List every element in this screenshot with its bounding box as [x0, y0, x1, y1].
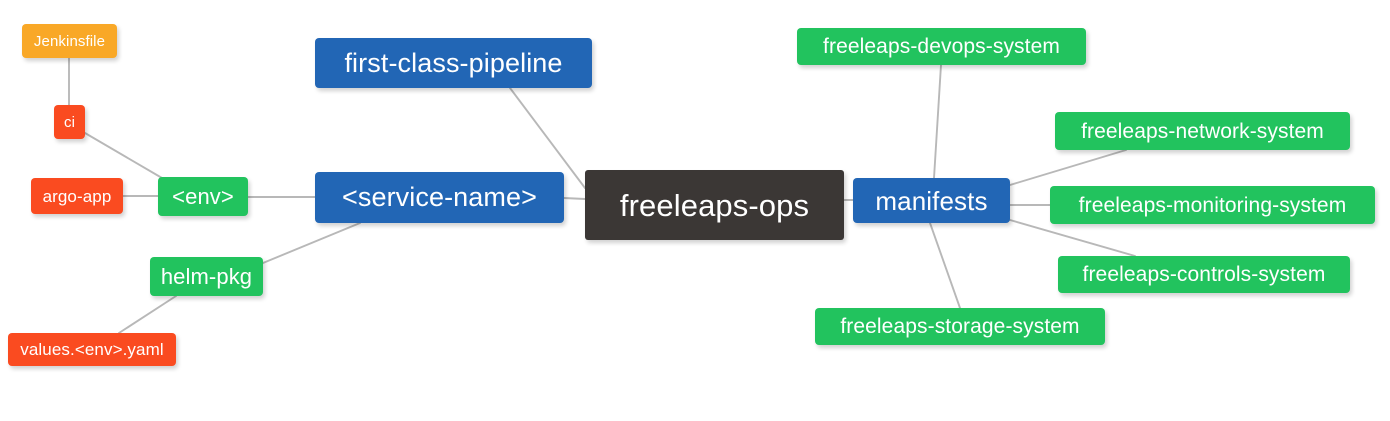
edge-manifests-devops	[933, 64, 942, 179]
node-service-name[interactable]: <service-name>	[315, 172, 564, 223]
node-env[interactable]: <env>	[158, 177, 248, 216]
node-argo-app[interactable]: argo-app	[31, 178, 123, 214]
node-freeleaps-controls-system[interactable]: freeleaps-controls-system	[1058, 256, 1350, 293]
edge-root-service-name	[563, 197, 586, 200]
node-values-env-yaml[interactable]: values.<env>.yaml	[8, 333, 176, 366]
node-helm-pkg[interactable]: helm-pkg	[150, 257, 263, 296]
node-freeleaps-devops-system[interactable]: freeleaps-devops-system	[797, 28, 1086, 65]
node-freeleaps-ops[interactable]: freeleaps-ops	[585, 170, 844, 240]
edge-manifests-network	[1009, 149, 1127, 186]
edge-helm-pkg-values-yaml	[118, 295, 177, 334]
edge-manifests-storage	[929, 222, 961, 309]
edge-env-ci	[84, 132, 163, 179]
node-freeleaps-monitoring-system[interactable]: freeleaps-monitoring-system	[1050, 186, 1375, 224]
node-jenkinsfile[interactable]: Jenkinsfile	[22, 24, 117, 58]
edge-service-name-helm-pkg	[262, 222, 361, 264]
node-first-class-pipeline[interactable]: first-class-pipeline	[315, 38, 592, 88]
node-manifests[interactable]: manifests	[853, 178, 1010, 223]
node-ci[interactable]: ci	[54, 105, 85, 139]
node-freeleaps-network-system[interactable]: freeleaps-network-system	[1055, 112, 1350, 150]
edge-manifests-controls	[1009, 219, 1136, 257]
node-freeleaps-storage-system[interactable]: freeleaps-storage-system	[815, 308, 1105, 345]
